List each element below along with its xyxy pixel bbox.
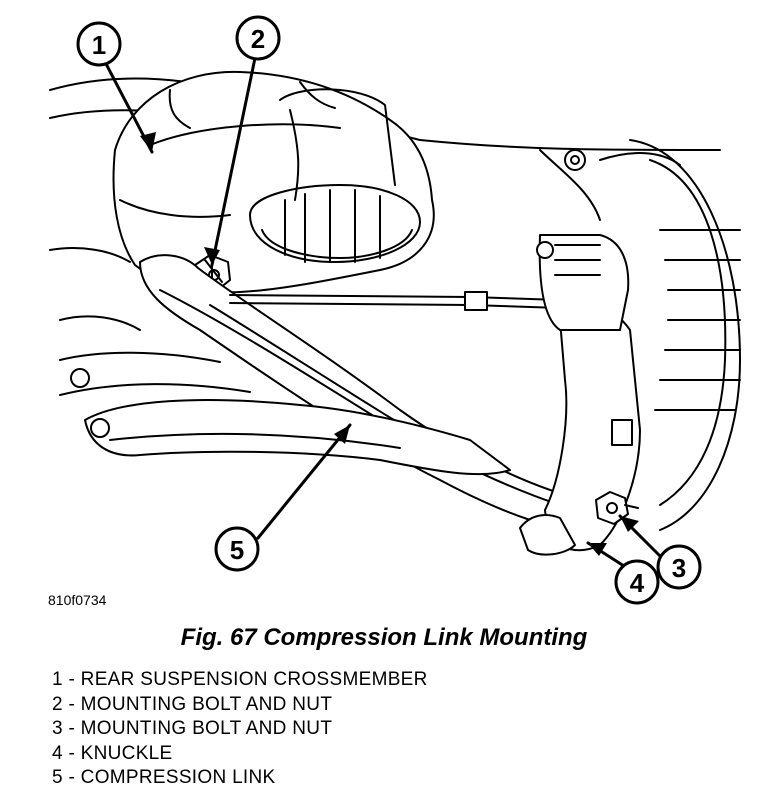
brake-rotor [629, 139, 741, 531]
callout-legend: 1 - REAR SUSPENSION CROSSMEMBER 2 - MOUN… [52, 668, 428, 791]
callout-number-3: 3 [672, 553, 686, 583]
figure-caption: Fig. 67 Compression Link Mounting [180, 624, 588, 651]
callout-number-5: 5 [230, 535, 244, 565]
tie-rod [229, 294, 561, 301]
legend-item: 4 - KNUCKLE [52, 742, 173, 764]
callout-circle-5 [214, 526, 260, 572]
callout-number-4: 4 [630, 568, 645, 598]
tie-rod-end [464, 291, 488, 311]
frame-rail [49, 77, 721, 151]
legend-item: 5 - COMPRESSION LINK [52, 767, 276, 788]
leader-line-5 [256, 423, 352, 540]
brake-caliper [538, 234, 630, 331]
callout-circle-4 [614, 559, 660, 605]
callout-circle-3 [656, 544, 702, 590]
legend-item: 1 - REAR SUSPENSION CROSSMEMBER [52, 669, 428, 690]
callout-circle-2 [235, 15, 281, 61]
callout-circle-1 [76, 21, 122, 67]
legend-item: 2 - MOUNTING BOLT AND NUT [52, 693, 333, 715]
callout-number-1: 1 [92, 30, 106, 60]
callout-number-2: 2 [251, 24, 265, 54]
leader-line-2 [210, 56, 257, 267]
legend-item: 3 - MOUNTING BOLT AND NUT [52, 718, 333, 739]
spring-seat [249, 184, 421, 263]
figure-id: 810f0734 [48, 592, 107, 608]
suspension-illustration: 1 2 3 4 5 [49, 15, 741, 605]
